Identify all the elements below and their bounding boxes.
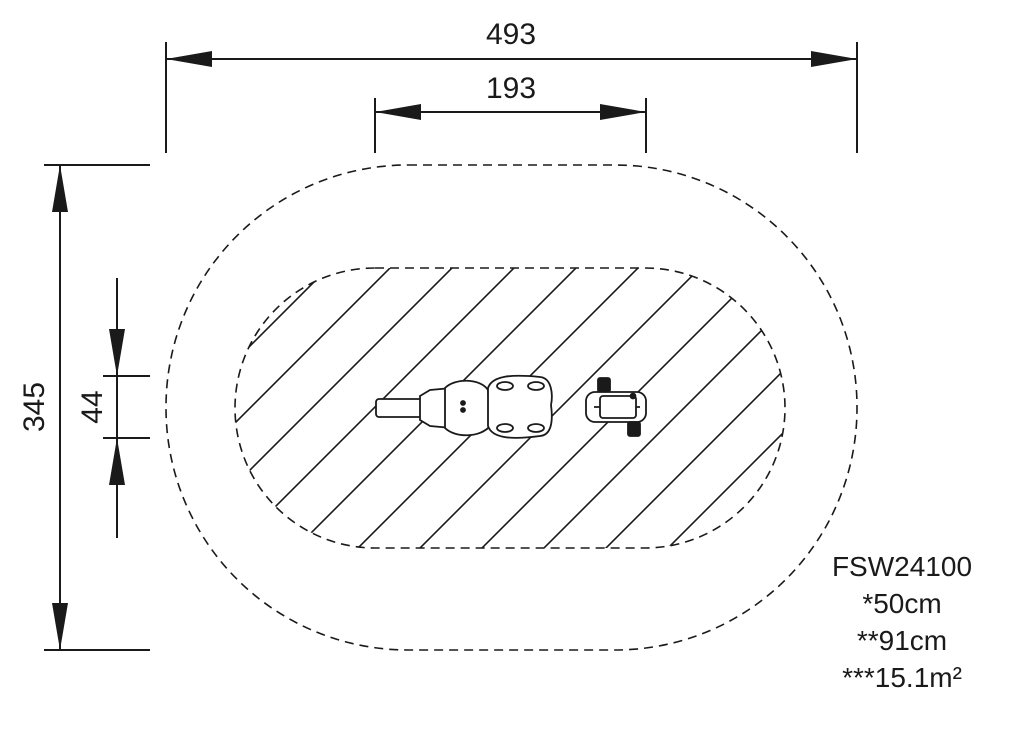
arrowhead-top — [52, 165, 68, 212]
arrowhead-left — [375, 104, 421, 120]
hatch-line — [966, 260, 1024, 560]
arrowhead-bottom — [52, 603, 68, 650]
safety-area: ***15.1m² — [842, 662, 962, 693]
max-height: **91cm — [856, 625, 948, 656]
pedal-knob — [627, 421, 641, 437]
equipment-bike-unit — [375, 374, 553, 439]
outer-safety-zone — [165, 164, 858, 651]
overall-height-label: 345 — [18, 382, 51, 432]
arrowhead-up — [109, 438, 125, 485]
pedal-knob — [597, 377, 611, 393]
spec-block: FSW24100 *50cm **91cm ***15.1m² — [802, 548, 1002, 696]
free-fall-height: *50cm — [862, 588, 942, 619]
arrowhead-left — [166, 51, 212, 67]
bike-bolt — [460, 400, 466, 406]
bike-bolt — [460, 407, 466, 413]
model-code: FSW24100 — [831, 551, 973, 582]
hatch-line — [717, 268, 785, 548]
hatch-line — [235, 268, 337, 548]
hatch-line — [842, 260, 1024, 560]
pedal-bolt — [629, 392, 637, 400]
hatch-line — [655, 268, 785, 548]
equipment-pedal-unit — [585, 377, 647, 437]
overall-width-label: 493 — [486, 18, 536, 51]
bike-post — [375, 398, 425, 418]
bike-seat — [487, 374, 553, 439]
pedal-inner — [599, 395, 637, 419]
arrowhead-right — [600, 104, 646, 120]
seat-pad — [496, 423, 514, 433]
seat-pad — [527, 423, 545, 433]
dimension-overall-height: 345 — [18, 165, 68, 650]
hatch-line — [531, 268, 785, 548]
dimension-inner-height: 44 — [76, 278, 125, 538]
seat-pad — [496, 381, 514, 391]
inner-width-label: 193 — [486, 72, 536, 105]
bike-body — [444, 379, 491, 437]
seat-pad — [527, 381, 545, 391]
dimension-inner-width: 193 — [375, 72, 646, 120]
dimension-overall-width: 493 — [166, 18, 857, 67]
extension-lines — [44, 42, 858, 651]
hatch-line — [779, 268, 785, 548]
hatch-line — [235, 268, 461, 548]
hatch-line — [407, 268, 709, 548]
arrowhead-right — [811, 51, 857, 67]
hatch-line — [235, 268, 399, 548]
hatch-line — [593, 268, 785, 548]
inner-height-label: 44 — [76, 390, 109, 423]
arrowhead-down — [109, 329, 125, 376]
hatch-line — [904, 260, 1024, 560]
